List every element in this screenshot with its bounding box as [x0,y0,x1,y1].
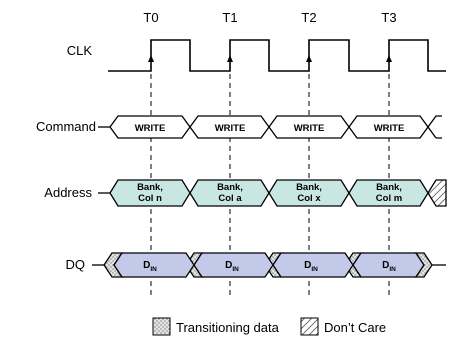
clk-rising-edge-arrows [148,55,392,62]
address-label-1-line2: Col n [138,193,162,204]
signal-label-dq: DQ [66,257,86,272]
command-label-4: WRITE [374,123,405,134]
signal-label-command: Command [36,119,96,134]
legend-dont-care-swatch [300,317,319,336]
address-dont-care-region [427,179,447,207]
command-label-3: WRITE [294,123,325,134]
dq-label-2: DIN [225,260,239,273]
legend: Transitioning data Don’t Care [152,317,386,336]
clk-arrow-t0 [148,55,154,62]
address-label-3-line1: Bank, [296,182,322,193]
time-label-t1: T1 [222,10,237,25]
address-label-3-line2: Col x [297,193,321,204]
dq-bus [113,252,425,278]
time-label-t2: T2 [301,10,316,25]
dq-cell-1 [113,252,195,278]
address-label-4-line2: Col m [376,193,402,204]
dq-label-4: DIN [382,260,396,273]
address-bus [109,179,429,207]
clk-arrow-t3 [386,55,392,62]
clk-arrow-t2 [306,55,312,62]
dq-transition-4 [414,252,433,278]
address-label-2-line1: Bank, [217,182,243,193]
time-label-t0: T0 [143,10,158,25]
dq-cell-2 [193,252,274,278]
command-bus [109,115,429,139]
address-label-2-line2: Col a [218,193,242,204]
address-label-4-line1: Bank, [376,182,402,193]
legend-transitioning-label: Transitioning data [176,320,280,335]
command-label-2: WRITE [215,123,246,134]
dq-cell-3 [272,252,354,278]
dq-label-1: DIN [143,260,157,273]
time-label-t3: T3 [381,10,396,25]
dq-label-3: DIN [304,260,318,273]
address-label-1-line1: Bank, [137,182,163,193]
clk-waveform [108,39,446,72]
signal-label-clk: CLK [67,43,93,58]
clk-arrow-t1 [227,55,233,62]
command-trailing-edge [427,115,442,139]
legend-dont-care-label: Don’t Care [324,320,386,335]
legend-transitioning-swatch [152,317,171,336]
command-label-1: WRITE [135,123,166,134]
signal-label-address: Address [44,185,92,200]
